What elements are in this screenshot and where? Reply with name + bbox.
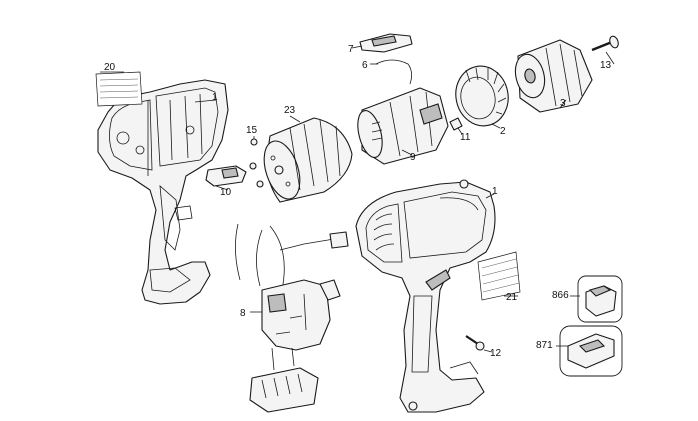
part-7-slider: 7 bbox=[348, 33, 413, 55]
part-3-chuck: 3 bbox=[514, 39, 593, 113]
callout-871: 871 bbox=[536, 340, 553, 351]
callout-15: 15 bbox=[246, 125, 258, 136]
callout-6: 6 bbox=[362, 60, 368, 71]
part-23-motor: 23 bbox=[263, 105, 353, 203]
part-6-spring: 6 bbox=[362, 59, 412, 85]
callout-21: 21 bbox=[506, 292, 518, 303]
part-13-chuck-screw: 13 bbox=[591, 35, 619, 71]
switch-base-plate bbox=[249, 347, 319, 413]
part-866-battery-inset: 866 bbox=[552, 275, 623, 323]
part-15-screw: 15 bbox=[246, 125, 258, 146]
callout-11: 11 bbox=[460, 132, 471, 143]
assembled-drill-body: 1 bbox=[355, 179, 498, 413]
callout-7: 7 bbox=[348, 44, 354, 55]
callout-8: 8 bbox=[240, 308, 246, 319]
callout-23: 23 bbox=[284, 105, 296, 116]
callout-20: 20 bbox=[104, 62, 116, 73]
callout-3: 3 bbox=[560, 98, 566, 109]
part-20-label-sticker: 20 bbox=[95, 62, 143, 107]
part-871-charger-inset: 871 bbox=[536, 325, 623, 377]
motor-screws bbox=[249, 162, 264, 188]
part-12-screw: 12 bbox=[465, 335, 502, 359]
left-housing-half bbox=[97, 79, 229, 305]
callout-866: 866 bbox=[552, 290, 569, 301]
part-2-clutch-ring: 2 bbox=[455, 65, 509, 137]
callout-12: 12 bbox=[490, 348, 502, 359]
callout-group-1-left: 1 bbox=[194, 92, 218, 103]
callout-1-right: 1 bbox=[492, 186, 498, 197]
part-9-gearbox: 9 bbox=[357, 87, 449, 165]
part-21-label-sticker: 21 bbox=[477, 251, 521, 303]
callout-10: 10 bbox=[220, 187, 232, 198]
part-10-connector: 10 bbox=[205, 165, 247, 198]
callout-9: 9 bbox=[410, 152, 416, 163]
callout-2: 2 bbox=[500, 126, 506, 137]
callout-13: 13 bbox=[600, 60, 612, 71]
part-11-pin: 11 bbox=[449, 117, 471, 143]
part-8-switch-assembly: 8 bbox=[235, 223, 349, 351]
callout-1-left: 1 bbox=[212, 92, 218, 103]
